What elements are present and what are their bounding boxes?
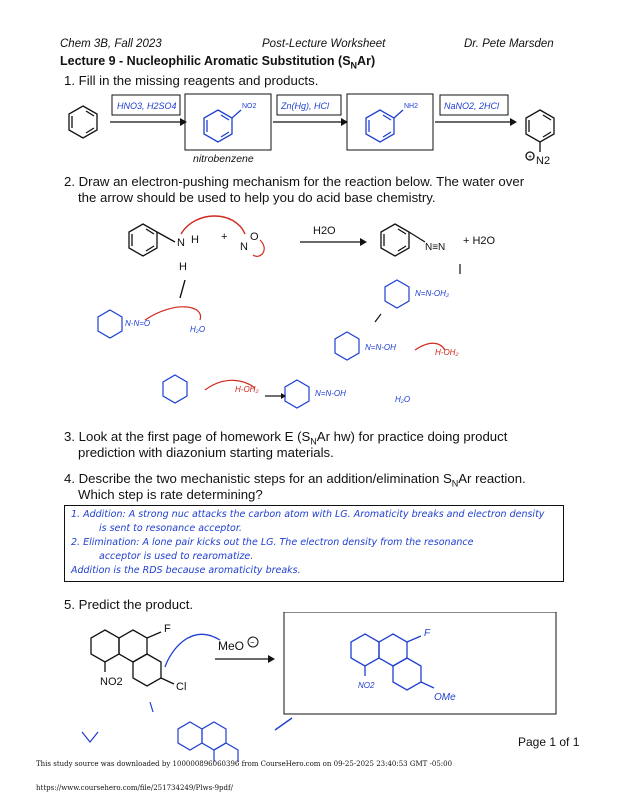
q3-post: Ar hw) for practice doing product [316, 429, 508, 444]
svg-text:H: H [179, 261, 187, 273]
nucleophile: MeO [218, 639, 244, 653]
question-2-line-1: 2. Draw an electron-pushing mechanism fo… [64, 174, 525, 189]
svg-text:N=N-OH: N=N-OH [365, 343, 396, 352]
svg-text:N≡N: N≡N [425, 242, 445, 253]
source-notice: This study source was downloaded by 1000… [36, 760, 453, 768]
answer-line-2: is sent to resonance acceptor. [99, 523, 242, 534]
q5-reaction: F NO2 Cl MeO − F NO2 OMe [81, 612, 557, 762]
svg-text:+: + [528, 154, 532, 161]
nitrobenzene-drawing [203, 109, 242, 143]
question-4-line-2: Which step is rate determining? [78, 487, 263, 502]
answer-line-3: 2. Elimination: A lone pair kicks out th… [71, 537, 474, 548]
product-NO2: NO2 [358, 681, 375, 690]
substrate-NO2: NO2 [100, 676, 123, 688]
answer-box-q4: 1. Addition: A strong nuc attacks the ca… [64, 505, 564, 582]
q2-mechanism: N H H + N O H2O N≡N + H2O N-N=O H₂O N=N-… [97, 215, 496, 409]
question-3-line-2: prediction with diazonium starting mater… [78, 445, 334, 460]
diazonium-product [525, 109, 555, 161]
answer-line-4: acceptor is used to rearomatize. [99, 551, 254, 562]
product-OMe: OMe [434, 692, 456, 703]
svg-text:+: + [221, 231, 227, 243]
svg-text:H₂O: H₂O [395, 395, 410, 404]
svg-text:N-N=O: N-N=O [125, 319, 150, 328]
page-number: Page 1 of 1 [518, 735, 580, 749]
q4-pre: 4. Describe the two mechanistic steps fo… [64, 471, 452, 486]
svg-text:H-OH₂: H-OH₂ [435, 348, 459, 357]
q4-sub: N [451, 478, 459, 489]
question-2-line-2: the arrow should be used to help you do … [78, 190, 436, 205]
svg-text:N: N [240, 241, 248, 253]
nitro-label: NO2 [242, 103, 257, 110]
svg-text:N: N [177, 237, 185, 249]
question-1: 1. Fill in the missing reagents and prod… [64, 73, 319, 88]
answer-line-1: 1. Addition: A strong nuc attacks the ca… [71, 509, 545, 520]
svg-text:O: O [250, 231, 259, 243]
nitrobenzene-caption: nitrobenzene [193, 153, 254, 165]
product-F: F [424, 628, 431, 639]
svg-text:H-OH₂: H-OH₂ [235, 385, 259, 394]
question-5: 5. Predict the product. [64, 597, 194, 612]
question-3-line-1: 3. Look at the first page of homework E … [64, 428, 507, 451]
svg-text:H: H [191, 234, 199, 246]
question-4-line-1: 4. Describe the two mechanistic steps fo… [64, 470, 526, 493]
lecture-title: Lecture 9 - Nucleophilic Aromatic Substi… [60, 54, 375, 71]
answer-line-5: Addition is the RDS because aromaticity … [71, 565, 301, 576]
reagent-3: NaNO2, 2HCl [444, 101, 500, 111]
lecture-title-prefix: Lecture 9 - Nucleophilic Aromatic Substi… [60, 54, 351, 68]
instructor-name: Dr. Pete Marsden [464, 38, 554, 50]
svg-text:H₂O: H₂O [190, 325, 205, 334]
reagent-1: HNO3, H2SO4 [117, 101, 177, 111]
worksheet-title: Post-Lecture Worksheet [262, 38, 386, 50]
q3-sub: N [310, 436, 317, 447]
amine-label: NH2 [404, 103, 418, 110]
lecture-title-suffix: Ar) [357, 54, 376, 68]
q3-pre: 3. Look at the first page of homework E … [64, 429, 311, 444]
benzene-start [68, 105, 98, 139]
substrate-Cl: Cl [176, 681, 186, 693]
diazonium-label: N2 [536, 155, 550, 167]
reagent-2: Zn(Hg), HCl [280, 101, 330, 111]
course-title: Chem 3B, Fall 2023 [60, 38, 162, 50]
over-arrow-label: H2O [313, 225, 336, 237]
q1-reaction-scheme: HNO3, H2SO4 NO2 Zn(Hg), HCl NH2 NaNO2, 2… [68, 93, 555, 167]
lecture-title-sub: N [350, 60, 358, 71]
q4-post: Ar reaction. [458, 471, 526, 486]
source-url[interactable]: https://www.coursehero.com/file/25173424… [36, 784, 233, 792]
aniline-drawing [365, 109, 404, 143]
svg-text:N=N-OH₂: N=N-OH₂ [415, 289, 449, 298]
svg-text:−: − [250, 638, 255, 647]
substrate-F: F [164, 623, 171, 635]
svg-text:N=N-OH: N=N-OH [315, 389, 346, 398]
plus-water: + H2O [463, 235, 496, 247]
